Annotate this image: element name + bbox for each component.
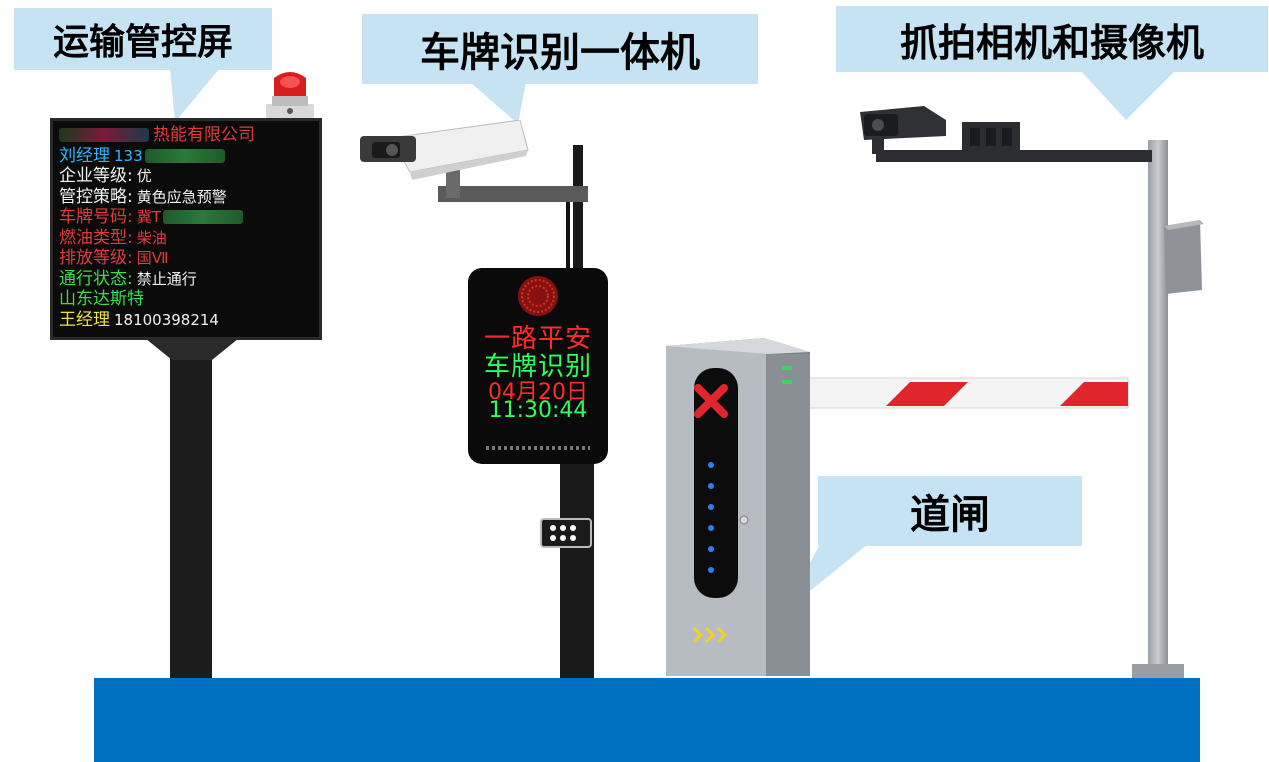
sign-line-label: 企业等级:	[59, 166, 133, 186]
transport-screen-callout-tail	[170, 68, 220, 122]
light-box-icon	[962, 122, 1020, 152]
sign-line-value: 18100398214	[114, 310, 219, 329]
lpr-pole	[560, 460, 594, 678]
sign-line-label: 通行状态:	[59, 268, 133, 289]
sign-line-value: 禁止通行	[136, 269, 197, 288]
redacted-block	[59, 128, 149, 142]
sign-line-label: 刘经理	[59, 145, 110, 166]
sign-line-value: 国Ⅶ	[136, 249, 169, 267]
barrier-label: 道闸	[910, 492, 990, 538]
sign-line-label: 排放等级:	[59, 248, 133, 268]
barrier-cabinet	[666, 338, 810, 676]
sign-line: 通行状态:禁止通行	[59, 269, 313, 290]
transport-screen-callout: 运输管控屏	[14, 8, 272, 70]
lpr-cable	[566, 186, 570, 268]
redacted-block	[144, 148, 225, 163]
sign-line: 企业等级:优	[59, 166, 313, 187]
redacted-block	[162, 210, 243, 224]
sign-line-value: 黄色应急预警	[136, 187, 227, 206]
sign-line-label: 王经理	[59, 309, 110, 330]
lpr-tag-icon	[540, 518, 592, 548]
lpr-line-2: 车牌识别	[483, 352, 592, 382]
camera-label: 抓拍相机和摄像机	[899, 20, 1204, 65]
transport-screen-label: 运输管控屏	[52, 22, 233, 63]
barrier-arm	[800, 377, 1129, 409]
camera-pole-base	[1132, 664, 1184, 678]
sign-line: 排放等级:国Ⅶ	[59, 248, 313, 269]
sign-pole	[170, 334, 212, 678]
barrier-indicator-leds	[708, 462, 716, 573]
direction-chevrons-icon	[692, 626, 728, 644]
sign-line-value: 冀T	[136, 208, 161, 226]
sign-line-label: 山东达斯特	[59, 289, 144, 309]
lpr-unit-callout: 车牌识别一体机	[362, 14, 758, 84]
sign-line-label: 管控策略:	[59, 186, 133, 207]
lpr-unit-callout-tail	[470, 82, 526, 124]
camera-callout: 抓拍相机和摄像机	[836, 6, 1268, 72]
ground-base	[94, 678, 1200, 762]
sign-line-value: 133	[114, 146, 143, 165]
sign-line: 燃油类型:柴油	[59, 228, 313, 249]
sign-line: 山东达斯特	[59, 289, 313, 310]
camera-pole	[1148, 140, 1168, 670]
sign-line-label: 热能有限公司	[153, 125, 255, 145]
warning-light-icon	[266, 72, 314, 118]
lpr-display: 一路平安 车牌识别 04月20日 11:30:44	[468, 268, 608, 464]
lpr-camera-icon	[360, 120, 588, 202]
camera-callout-tail	[1080, 70, 1176, 120]
sign-line: 车牌号码:冀T	[59, 207, 313, 228]
lpr-line-4: 11:30:44	[488, 398, 588, 423]
sign-line: 热能有限公司	[59, 125, 313, 146]
lpr-footer-strip	[486, 446, 590, 450]
sign-bracket	[140, 334, 244, 360]
barrier-callout: 道闸	[818, 476, 1082, 546]
lpr-line-1: 一路平安	[483, 324, 592, 354]
sign-line: 管控策略:黄色应急预警	[59, 187, 313, 208]
speaker-icon	[518, 276, 558, 316]
lpr-upper-post	[573, 145, 583, 270]
side-camera-box-icon	[1164, 220, 1204, 294]
sign-line-label: 燃油类型:	[59, 227, 133, 248]
lpr-unit-label: 车牌识别一体机	[420, 30, 700, 76]
camera-crossarm	[876, 150, 1152, 162]
stop-x-icon	[694, 384, 728, 418]
sign-line-label: 车牌号码:	[59, 207, 133, 227]
capture-camera-icon	[860, 106, 946, 154]
sign-line-value: 柴油	[136, 228, 167, 247]
sign-line-value: 优	[136, 167, 152, 185]
lpr-line-3: 04月20日	[488, 380, 588, 405]
